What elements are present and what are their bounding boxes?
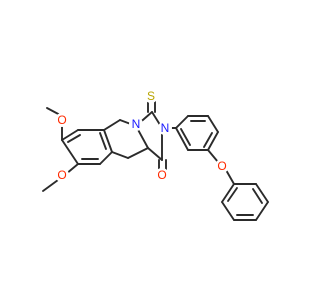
- atom-o-carbonyl: O: [155, 168, 169, 182]
- bond-aromatic-6-inner: [67, 134, 81, 143]
- bond-terminal-phenyl-3: [255, 201, 269, 221]
- bond-ring-junction-ch2: [127, 147, 149, 159]
- atom-o-ether-label: O: [217, 159, 226, 173]
- bond-terminal-phenyl-5: [221, 201, 235, 221]
- atom-o-bottom-label: O: [57, 168, 66, 182]
- atom-s-thione-label: S: [147, 89, 155, 103]
- bond-phenyl-4-inner: [203, 132, 213, 148]
- atom-n-ring-right-label: N: [161, 121, 170, 135]
- atom-o-bottom: O: [55, 168, 69, 182]
- bond-aromatic-6: [61, 129, 79, 141]
- atom-o-ether: O: [215, 159, 229, 173]
- atom-label-layer: O O N N S O O: [55, 89, 229, 182]
- bond-aromatic-1: [61, 139, 79, 165]
- bond-terminal-phenyl-2: [255, 183, 269, 203]
- bond-phenyl-1: [175, 115, 189, 129]
- bond-ring-ch2-aromatic: [111, 151, 129, 159]
- bond-phenyl-6-inner: [180, 128, 191, 146]
- atom-n-ring-top-label: N: [132, 117, 141, 131]
- bond-terminal-phenyl-6: [221, 183, 235, 203]
- atom-n-ring-right: N: [158, 121, 172, 135]
- atom-o-top: O: [55, 113, 69, 127]
- bond-layer: [42, 100, 269, 221]
- molecule-structure: O O N N S O O: [42, 89, 269, 221]
- bond-aromatic-4-inner: [99, 132, 107, 150]
- bond-terminal-phenyl-2-inner: [252, 188, 263, 204]
- atom-n-ring-top: N: [129, 117, 143, 131]
- bond-carbonyl-carbon-junction: [147, 147, 163, 161]
- bond-aromatic-3: [99, 151, 113, 165]
- bond-ether-o-phenyl2: [225, 169, 235, 185]
- atom-o-top-label: O: [57, 113, 66, 127]
- bond-terminal-phenyl-6-inner: [227, 187, 238, 202]
- bond-phenyl-ether-o: [207, 149, 219, 163]
- bond-phenyl-6: [175, 127, 189, 151]
- atom-s-thione: S: [144, 89, 158, 103]
- bond-phenyl-4: [207, 131, 219, 151]
- bond-aromatic-4: [103, 129, 113, 153]
- bond-ring-ch2-top-a: [103, 119, 121, 131]
- atom-o-carbonyl-label: O: [157, 168, 166, 182]
- bond-methyl-o-bottom: [42, 179, 59, 192]
- bond-phenyl-3: [207, 115, 219, 133]
